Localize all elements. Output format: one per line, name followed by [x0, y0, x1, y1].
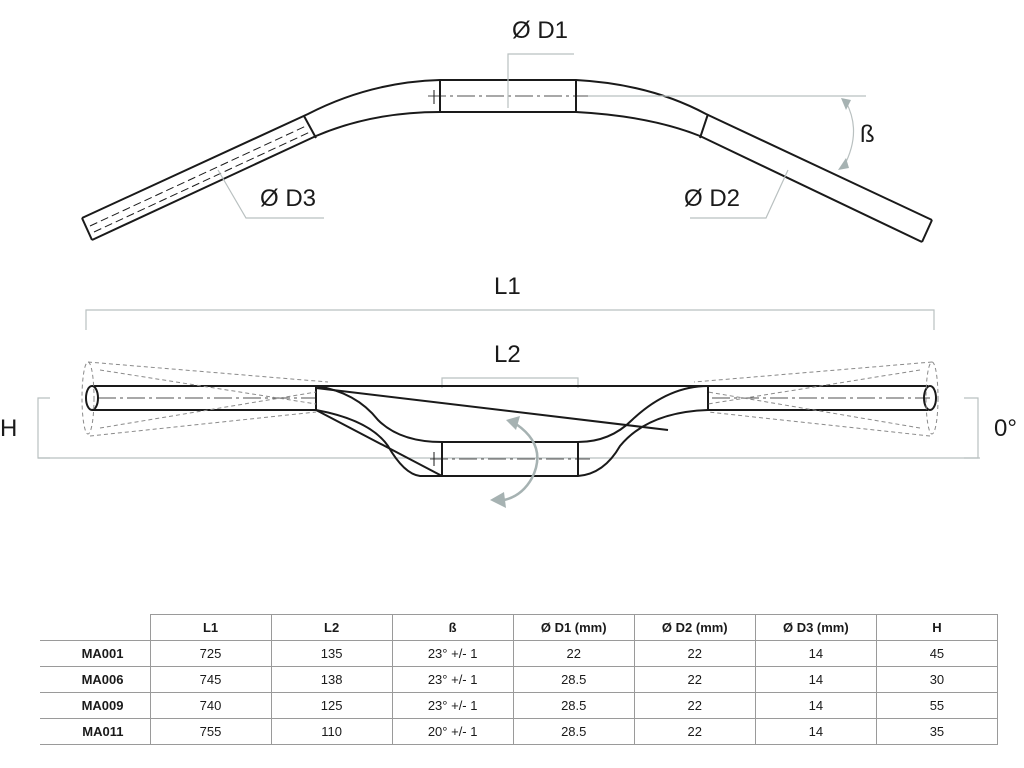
top-view-left-hidden-2 — [93, 131, 311, 233]
value-cell: 35 — [875, 718, 999, 745]
top-view-left-joint — [303, 115, 317, 139]
value-cell: 20° +/- 1 — [391, 718, 514, 745]
d3-leader — [217, 169, 324, 219]
handlebar-technical-drawing: Ø D1 Ø D3 Ø D2 ß L1 L2 H 0° — [0, 17, 1017, 508]
value-cell: 138 — [270, 666, 393, 693]
rotation-arrow-arc — [503, 422, 539, 502]
top-view-right-end — [921, 219, 933, 243]
value-cell: 22 — [633, 718, 756, 745]
model-cell: MA006 — [40, 666, 151, 693]
value-cell: 14 — [754, 692, 877, 719]
h-label: H — [0, 415, 17, 442]
left-ghost-end — [81, 361, 95, 435]
header-beta: ß — [391, 614, 514, 641]
value-cell: 14 — [754, 666, 877, 693]
top-view-left-end — [81, 217, 93, 241]
dimensions-table: L1 L2 ß Ø D1 (mm) Ø D2 (mm) Ø D3 (mm) H … — [40, 614, 999, 745]
header-d2: Ø D2 (mm) — [633, 614, 756, 641]
header-d3: Ø D3 (mm) — [754, 614, 877, 641]
value-cell: 23° +/- 1 — [391, 692, 514, 719]
value-cell: 110 — [270, 718, 393, 745]
header-d1: Ø D1 (mm) — [512, 614, 635, 641]
top-view — [81, 79, 933, 243]
l2-label: L2 — [494, 341, 521, 368]
value-cell: 14 — [754, 640, 877, 667]
l1-label: L1 — [494, 273, 521, 300]
front-view-inner-drop — [315, 385, 709, 443]
zero-degree-label: 0° — [994, 415, 1017, 442]
top-view-upper-outline — [81, 79, 933, 221]
value-cell: 45 — [875, 640, 999, 667]
d3-label: Ø D3 — [260, 185, 316, 212]
value-cell: 23° +/- 1 — [391, 640, 514, 667]
value-cell: 28.5 — [512, 666, 635, 693]
model-cell: MA001 — [40, 640, 151, 667]
value-cell: 23° +/- 1 — [391, 666, 514, 693]
zero-dimension-line — [964, 397, 979, 459]
front-view-diagonal — [315, 387, 669, 431]
model-cell: MA011 — [40, 718, 151, 745]
value-cell: 725 — [149, 640, 272, 667]
model-cell: MA009 — [40, 692, 151, 719]
beta-label: ß — [860, 121, 875, 148]
right-ghost-upper — [693, 361, 933, 383]
top-view-lower-outline — [91, 111, 923, 243]
value-cell: 740 — [149, 692, 272, 719]
front-view — [85, 385, 937, 477]
left-end-tube — [85, 385, 99, 411]
left-ghost-upper — [87, 361, 329, 383]
header-l1: L1 — [149, 614, 272, 641]
table-row: MA001 725 135 23° +/- 1 22 22 14 45 — [40, 640, 999, 667]
dimensions-table-container: L1 L2 ß Ø D1 (mm) Ø D2 (mm) Ø D3 (mm) H … — [40, 614, 999, 745]
h-dimension-line — [37, 397, 50, 459]
left-ghost-lower — [89, 411, 317, 437]
right-ghost-mid-1 — [707, 369, 921, 405]
header-l2: L2 — [270, 614, 393, 641]
right-ghost-mid-2 — [707, 391, 921, 429]
right-ghost-end — [925, 361, 939, 435]
table-row: MA006 745 138 23° +/- 1 28.5 22 14 30 — [40, 666, 999, 693]
left-ghost-mid-2 — [99, 391, 317, 429]
value-cell: 30 — [875, 666, 999, 693]
value-cell: 135 — [270, 640, 393, 667]
value-cell: 55 — [875, 692, 999, 719]
beta-arrow-bottom — [838, 158, 849, 170]
value-cell: 28.5 — [512, 692, 635, 719]
header-h: H — [875, 614, 999, 641]
beta-arrow-top — [841, 98, 851, 110]
value-cell: 22 — [633, 640, 756, 667]
d1-leader — [507, 53, 574, 108]
table-header-row: L1 L2 ß Ø D1 (mm) Ø D2 (mm) Ø D3 (mm) H — [40, 614, 999, 641]
value-cell: 22 — [512, 640, 635, 667]
value-cell: 755 — [149, 718, 272, 745]
l2-dimension-line — [441, 377, 579, 388]
value-cell: 125 — [270, 692, 393, 719]
top-view-left-hidden-1 — [89, 125, 307, 227]
top-view-right-joint — [699, 113, 709, 139]
l1-dimension-line — [85, 309, 935, 330]
rotation-arrow-head-bottom — [490, 492, 506, 508]
rotation-arrow-head-top — [506, 416, 520, 430]
d2-label: Ø D2 — [684, 185, 740, 212]
value-cell: 22 — [633, 692, 756, 719]
value-cell: 14 — [754, 718, 877, 745]
table-corner-cell — [40, 614, 151, 641]
right-ghost-lower — [707, 411, 931, 437]
value-cell: 22 — [633, 666, 756, 693]
table-row: MA011 755 110 20° +/- 1 28.5 22 14 35 — [40, 718, 999, 745]
value-cell: 745 — [149, 666, 272, 693]
front-view-diagonal-2 — [315, 409, 443, 477]
table-row: MA009 740 125 23° +/- 1 28.5 22 14 55 — [40, 692, 999, 719]
beta-arc — [843, 101, 855, 167]
d1-label: Ø D1 — [512, 17, 568, 44]
value-cell: 28.5 — [512, 718, 635, 745]
d2-leader — [690, 169, 789, 219]
